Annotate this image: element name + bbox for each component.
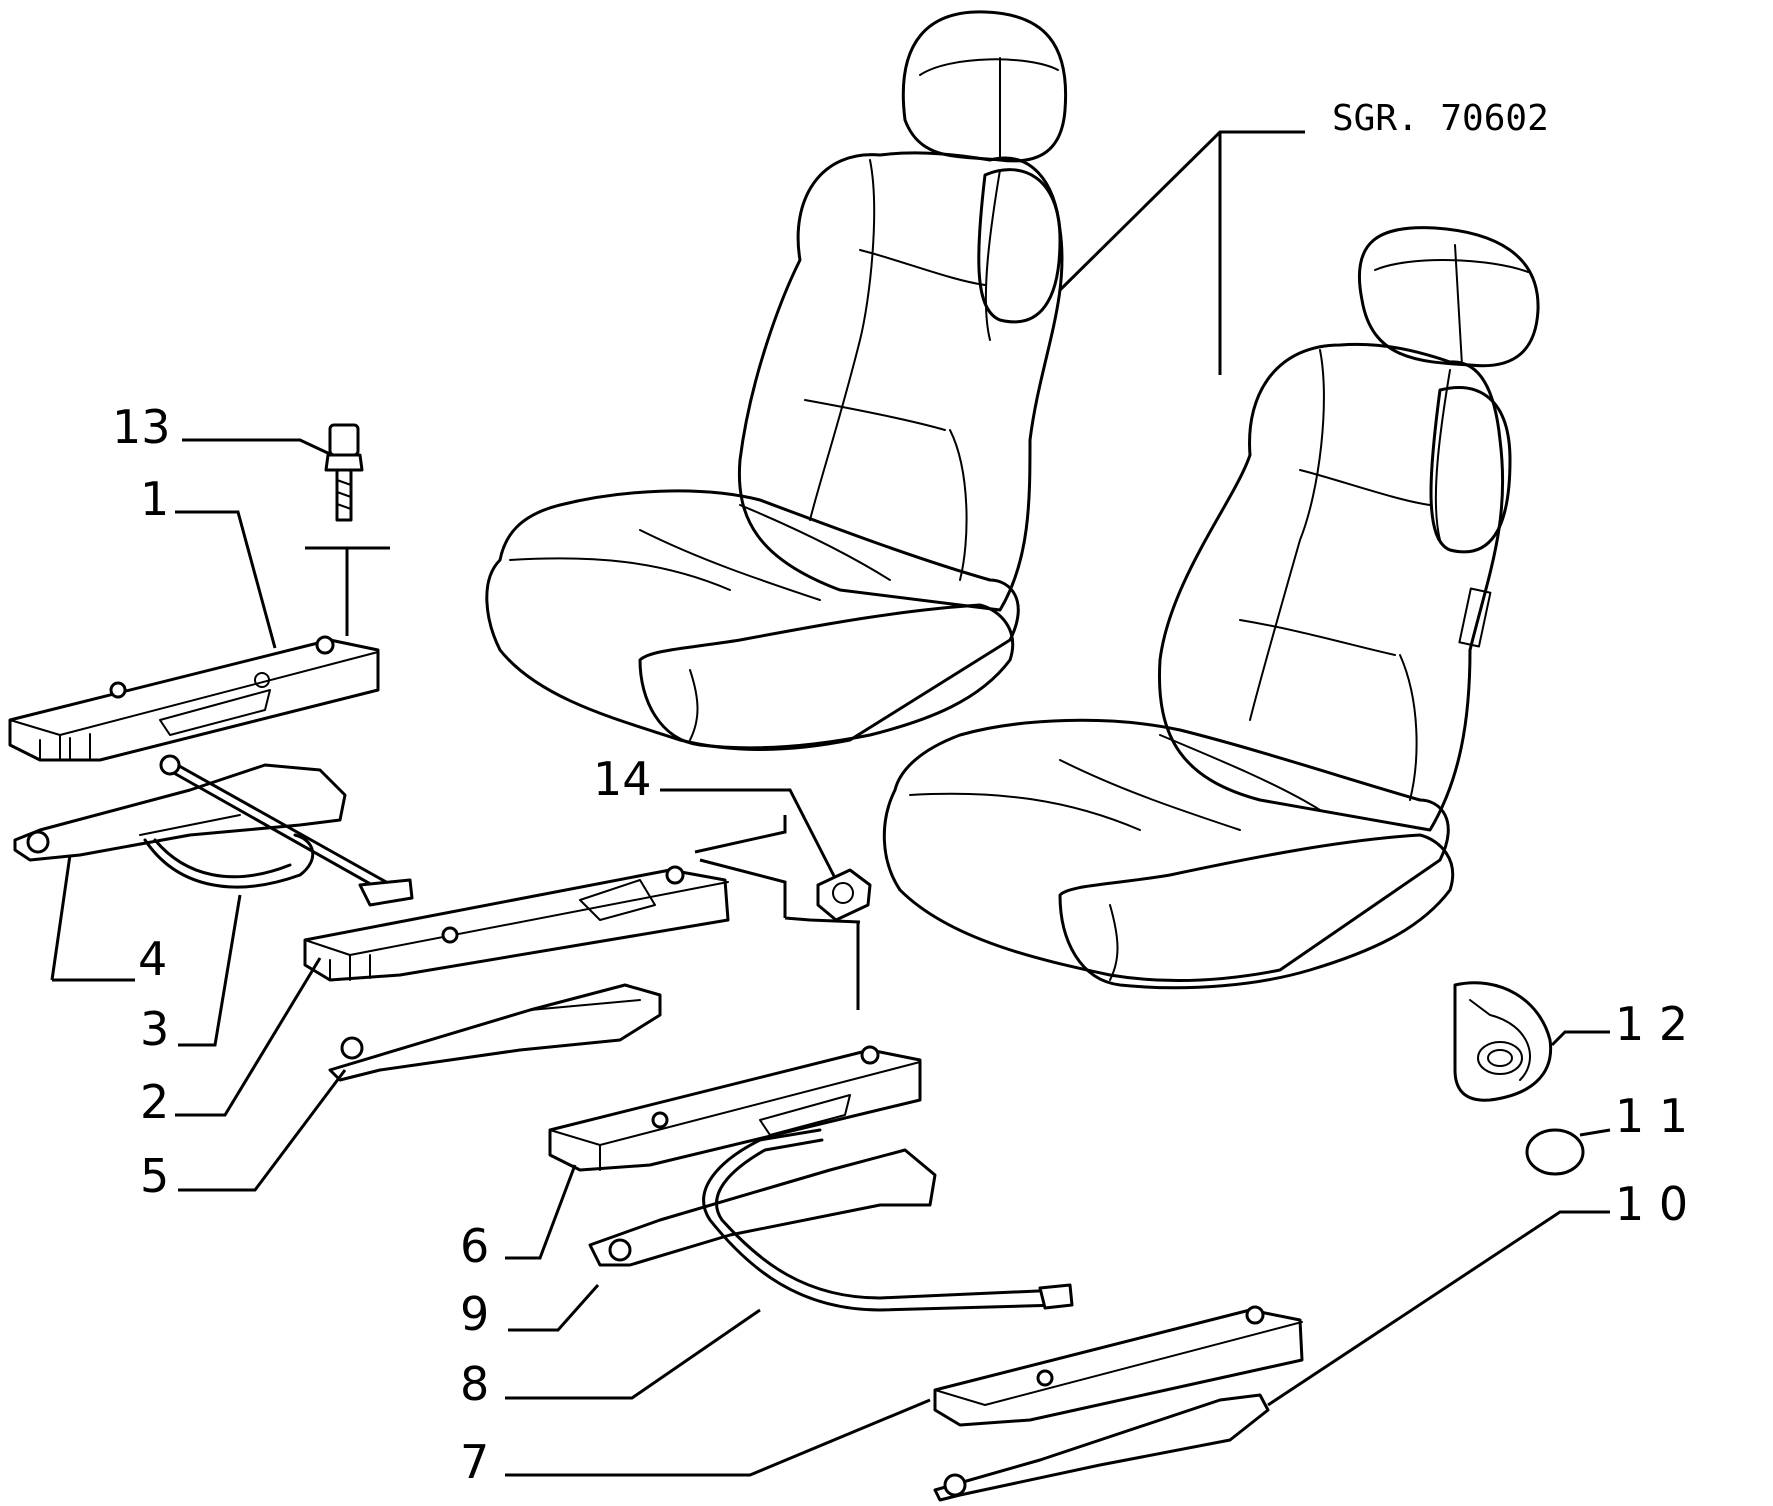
slide-rail-part-2	[303, 865, 730, 982]
trim-cover-part-12	[1453, 981, 1553, 1102]
callout-2: 2	[140, 1075, 169, 1129]
callout-1: 1	[140, 472, 169, 526]
callout-12: 1 2	[1615, 997, 1688, 1051]
seat-frame-part-9	[588, 1148, 937, 1267]
callout-11: 1 1	[1615, 1089, 1688, 1143]
reference-code: SGR. 70602	[1332, 98, 1549, 139]
bolt-part	[324, 423, 364, 522]
slide-rail-part-6	[548, 1045, 922, 1172]
callout-3: 3	[140, 1002, 169, 1056]
seat-frame-part-5	[328, 983, 662, 1082]
seat-frame-part-10	[933, 1393, 1270, 1502]
seat-left-illustration	[485, 10, 1068, 751]
seat-frame-part-4	[13, 763, 347, 862]
callout-13: 13	[112, 400, 171, 454]
slide-rail-part-1	[8, 635, 380, 762]
callout-9: 9	[460, 1287, 489, 1341]
slide-rail-part-7	[933, 1305, 1304, 1427]
callout-7: 7	[460, 1435, 489, 1489]
release-bar-part-8	[702, 1128, 1074, 1312]
callout-4: 4	[138, 932, 167, 986]
release-bar-part-3	[143, 754, 414, 907]
callout-6: 6	[460, 1219, 489, 1273]
callout-14: 14	[593, 752, 652, 806]
callout-5: 5	[140, 1149, 169, 1203]
plug-cap-part-11	[1525, 1128, 1585, 1176]
callout-8: 8	[460, 1357, 489, 1411]
seat-right-illustration	[882, 226, 1540, 990]
nut-part	[816, 868, 872, 922]
callout-10: 1 0	[1615, 1177, 1688, 1231]
leader-lines	[50, 130, 1611, 1477]
